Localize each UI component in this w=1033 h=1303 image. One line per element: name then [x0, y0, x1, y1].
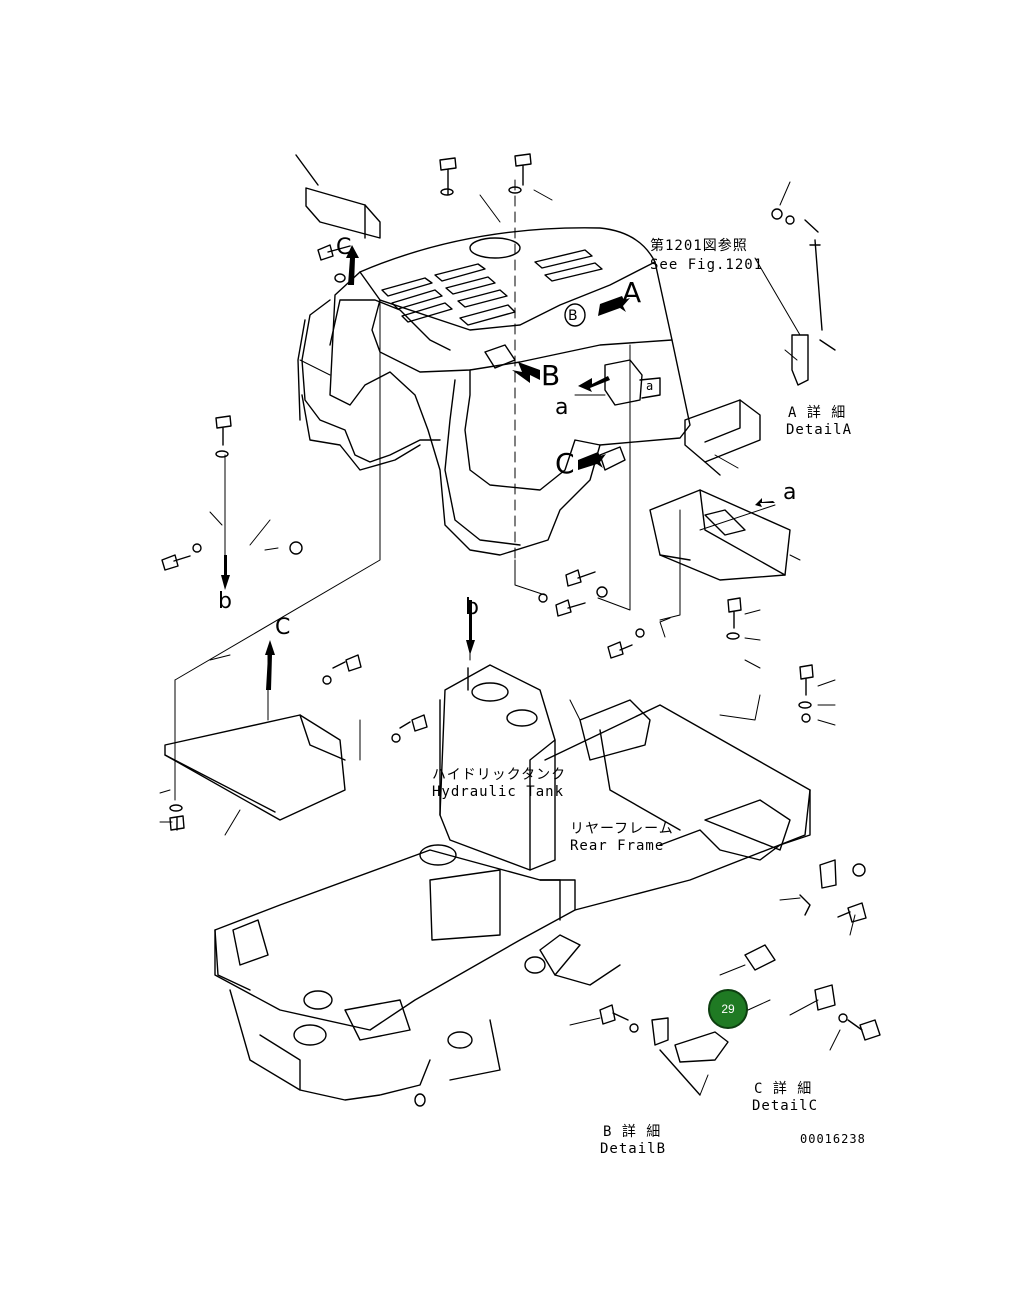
see-fig-label-en: See Fig.1201: [650, 257, 764, 273]
hydraulic-tank-label-jp: ハイドリックタンク: [432, 767, 567, 783]
detail-c-label-jp: C 詳 細: [754, 1081, 813, 1097]
detail-a-label-en: DetailA: [786, 422, 853, 438]
engine-hood: [297, 227, 691, 556]
view-marker-b: B: [541, 359, 561, 392]
detail-b-parts: [651, 1017, 729, 1096]
view-arrows[interactable]: [221, 245, 775, 690]
floor-plate-left: [164, 714, 346, 821]
detail-a-parts: [771, 208, 836, 386]
detail-b-label-jp: B 詳 細: [603, 1124, 662, 1140]
part-callout-29[interactable]: 29: [708, 989, 748, 1029]
assembly-reference-lines: [174, 179, 776, 801]
rear-frame-label-jp: リヤーフレーム: [570, 821, 674, 837]
view-marker-b-tank: b: [465, 595, 479, 620]
side-cover-right: [684, 399, 761, 476]
view-marker-a-cover: a: [783, 480, 797, 505]
view-marker-a: A: [622, 276, 642, 309]
side-cover-top-left: [295, 154, 381, 239]
detail-c-label-en: DetailC: [752, 1098, 819, 1114]
drawing-number: 00016238: [800, 1132, 866, 1146]
rear-frame-label-en: Rear Frame: [570, 838, 665, 854]
leader-lines: [159, 181, 856, 1096]
view-marker-a-hood-right: a: [646, 379, 655, 393]
view-marker-b-hood: B: [568, 308, 578, 324]
detail-c-parts: [744, 859, 837, 1011]
detail-a-label-jp: A 詳 細: [788, 405, 847, 421]
rear-frame: [214, 699, 811, 1107]
view-marker-c-top: C: [336, 235, 352, 260]
view-marker-b-left: b: [218, 589, 232, 614]
view-marker-c-hood: C: [555, 447, 575, 480]
hydraulic-tank: [439, 664, 556, 871]
hydraulic-tank-label-en: Hydraulic Tank: [432, 784, 565, 800]
view-marker-a-hood: a: [555, 395, 569, 420]
cover-plate-a: [649, 489, 791, 581]
see-fig-label-jp: 第1201図参照: [650, 238, 748, 254]
part-callout-number: 29: [721, 1002, 735, 1016]
detail-b-label-en: DetailB: [600, 1141, 667, 1157]
view-marker-c-cover: C: [275, 615, 291, 640]
